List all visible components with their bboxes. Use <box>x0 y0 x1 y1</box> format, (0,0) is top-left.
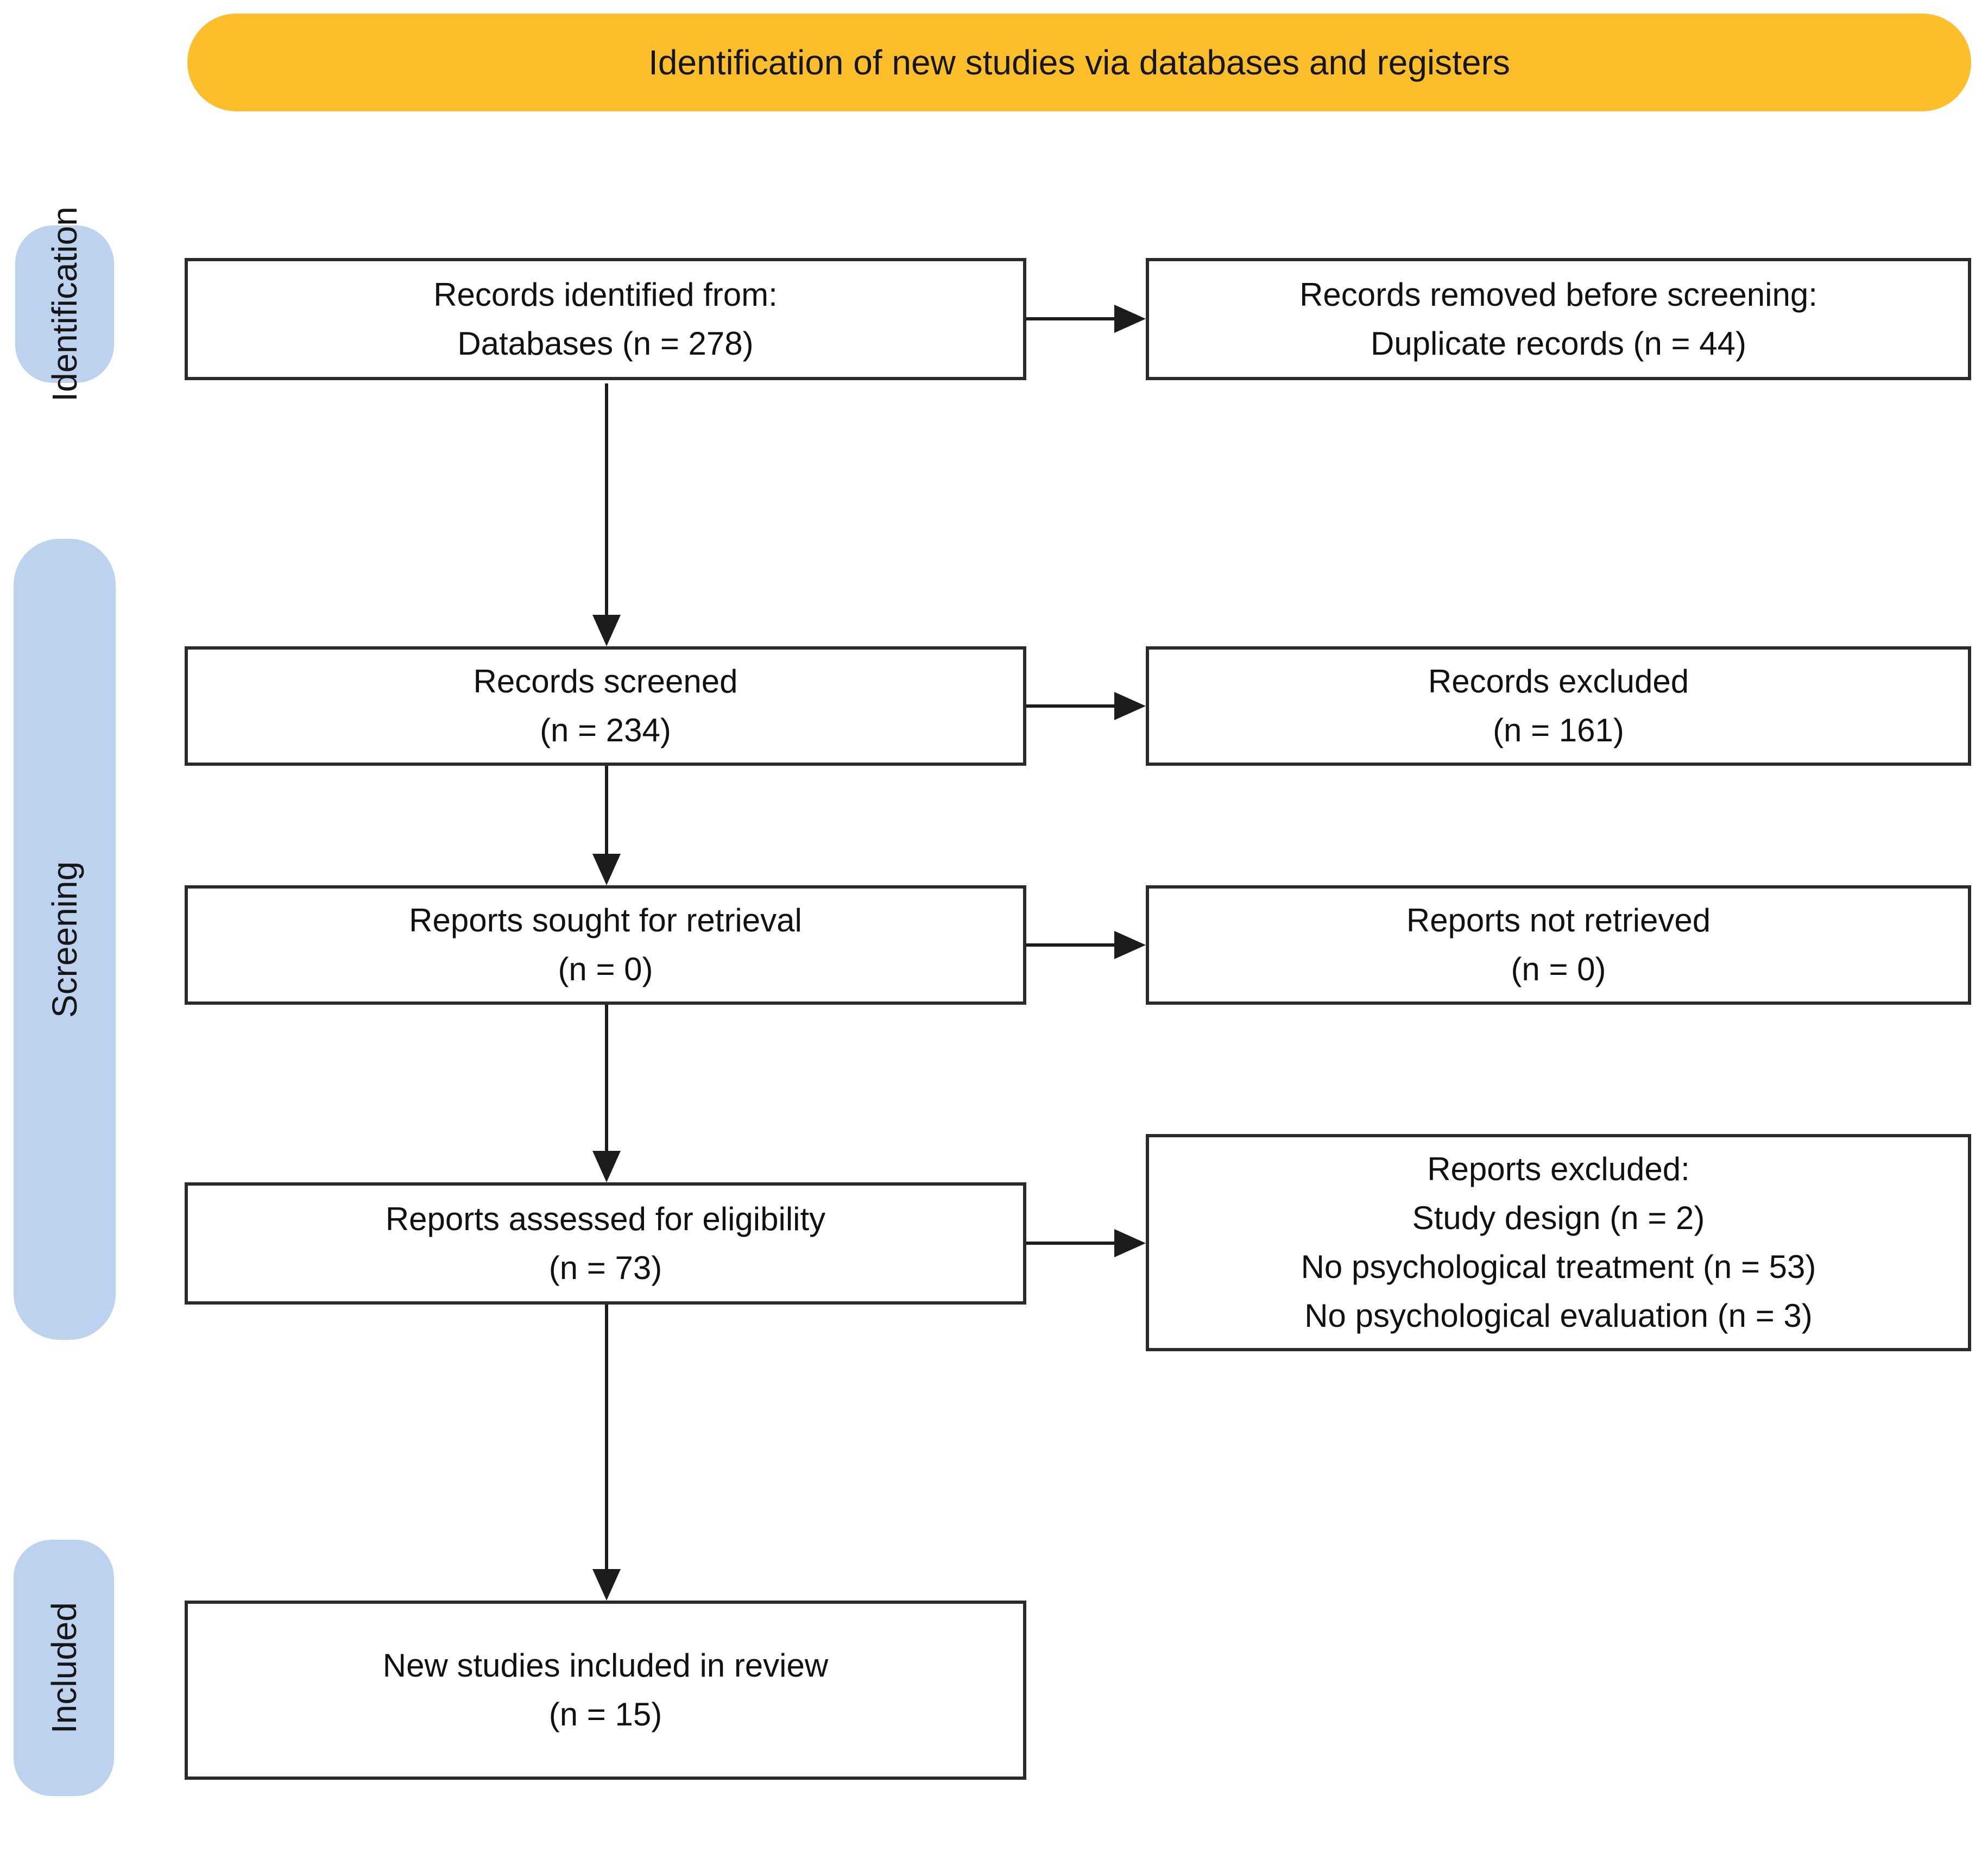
box-reports-assessed-text: Reports assessed for eligibility (n = 73… <box>385 1200 826 1286</box>
box-records-excluded-text: Records excluded (n = 161) <box>1428 663 1689 748</box>
box-reports-not-retrieved: Reports not retrieved (n = 0) <box>1146 885 1971 1005</box>
arrow-right-4-head <box>1114 1229 1146 1257</box>
arrow-right-4-shaft <box>1026 1242 1114 1245</box>
arrow-right-3-shaft <box>1026 943 1114 947</box>
arrow-down-3-head <box>592 1151 621 1182</box>
box-records-screened-text: Records screened (n = 234) <box>473 663 738 748</box>
box-records-identified: Records identified from: Databases (n = … <box>185 258 1026 380</box>
box-reports-not-retrieved-text: Reports not retrieved (n = 0) <box>1406 902 1711 987</box>
arrow-down-2-shaft <box>605 766 608 854</box>
box-reports-sought-text: Reports sought for retrieval (n = 0) <box>409 902 802 987</box>
arrow-right-3-head <box>1114 931 1146 959</box>
box-new-studies-included: New studies included in review (n = 15) <box>185 1601 1026 1780</box>
arrow-down-1-head <box>592 615 621 646</box>
box-reports-sought: Reports sought for retrieval (n = 0) <box>185 885 1026 1005</box>
arrow-right-2-head <box>1114 692 1146 720</box>
arrow-down-3-shaft <box>605 1005 608 1151</box>
arrow-down-2-head <box>592 854 621 885</box>
box-reports-assessed: Reports assessed for eligibility (n = 73… <box>185 1182 1026 1305</box>
box-records-removed: Records removed before screening: Duplic… <box>1146 258 1971 380</box>
arrow-right-1-shaft <box>1026 317 1114 320</box>
box-records-excluded: Records excluded (n = 161) <box>1146 646 1971 766</box>
box-records-removed-text: Records removed before screening: Duplic… <box>1299 276 1817 362</box>
banner-title: Identification of new studies via databa… <box>648 43 1510 82</box>
arrow-down-4-head <box>592 1569 621 1601</box>
box-records-screened: Records screened (n = 234) <box>185 646 1026 766</box>
banner: Identification of new studies via databa… <box>187 14 1971 111</box>
stage-pill-included: Included <box>14 1540 114 1796</box>
stage-label-screening: Screening <box>45 861 84 1018</box>
stage-label-identification: Identification <box>45 206 84 402</box>
box-new-studies-included-text: New studies included in review (n = 15) <box>382 1647 829 1733</box>
stage-pill-screening: Screening <box>14 539 116 1340</box>
arrow-right-2-shaft <box>1026 704 1114 708</box>
box-reports-excluded: Reports excluded: Study design (n = 2) N… <box>1146 1134 1971 1351</box>
box-reports-excluded-text: Reports excluded: Study design (n = 2) N… <box>1301 1151 1816 1334</box>
stage-label-included: Included <box>44 1602 84 1734</box>
arrow-right-1-head <box>1114 305 1146 333</box>
box-records-identified-text: Records identified from: Databases (n = … <box>433 276 778 362</box>
arrow-down-1-shaft <box>605 383 608 615</box>
arrow-down-4-shaft <box>605 1305 608 1569</box>
stage-pill-identification: Identification <box>15 206 114 402</box>
